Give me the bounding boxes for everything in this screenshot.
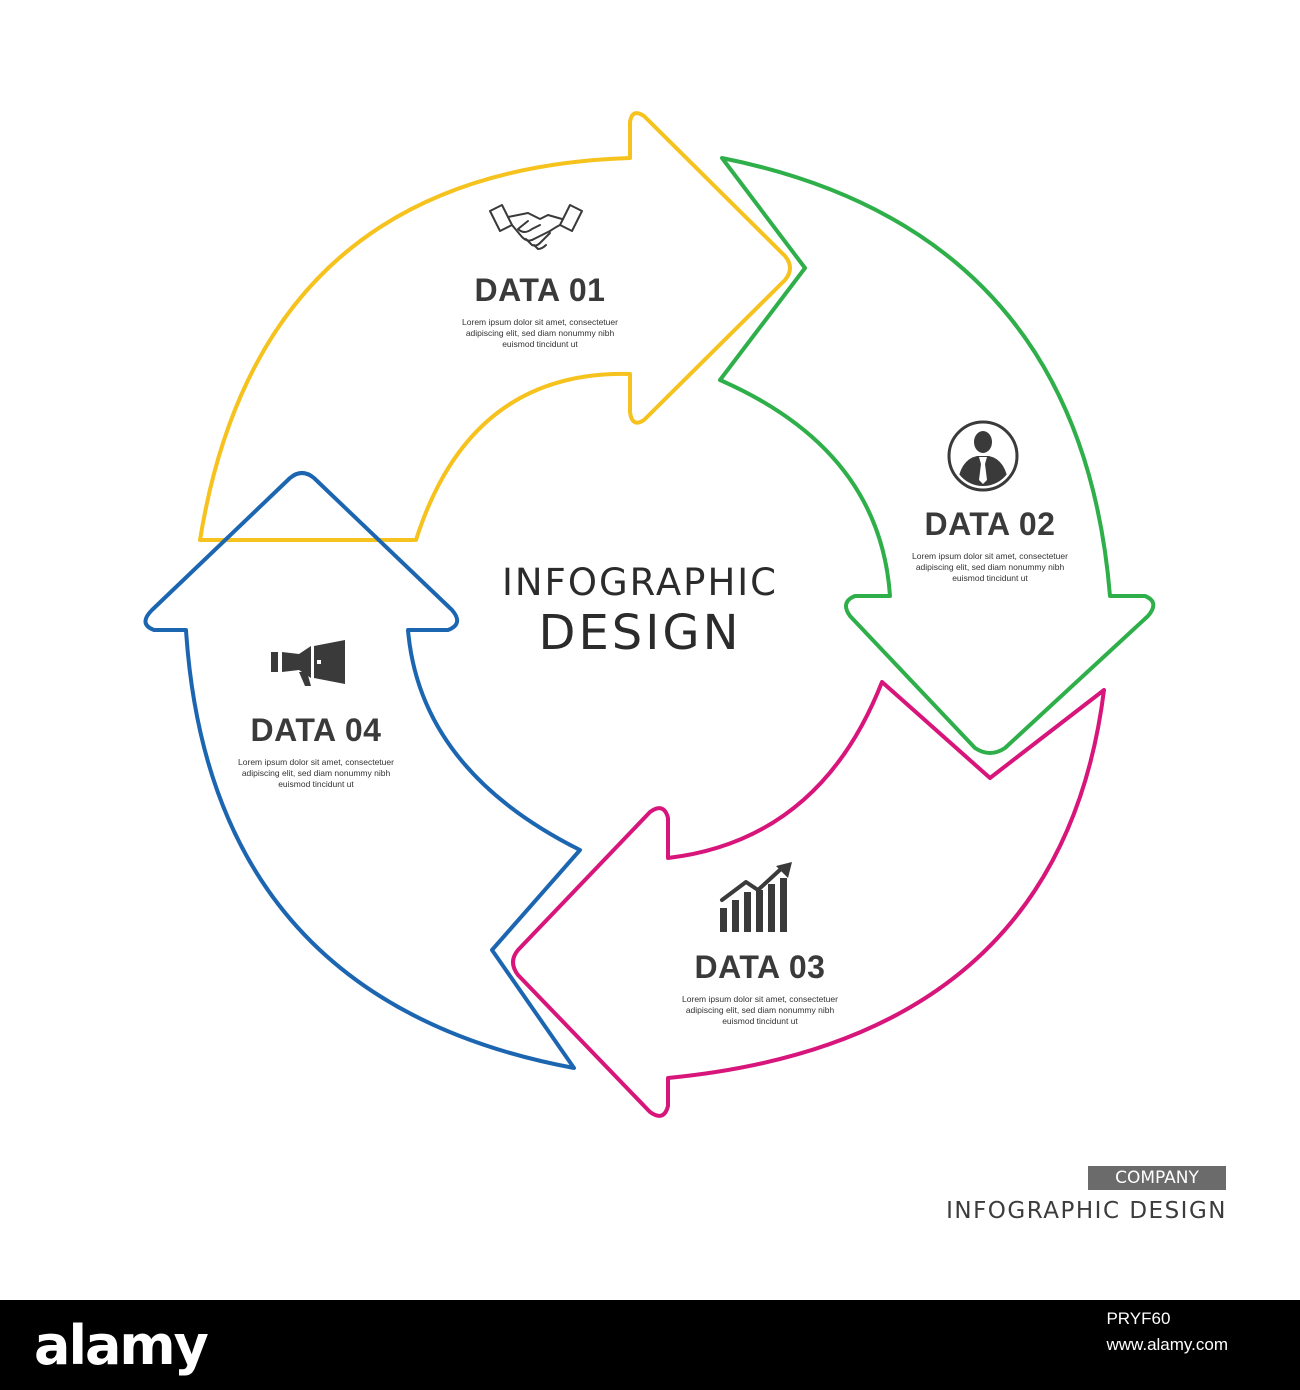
cycle-diagram <box>143 111 1156 1118</box>
handshake-icon <box>489 204 583 250</box>
data-item-4: DATA 04 Lorem ipsum dolor sit amet, cons… <box>196 711 436 790</box>
data-item-1: DATA 01 Lorem ipsum dolor sit amet, cons… <box>420 271 660 350</box>
data-title-2: DATA 02 <box>924 506 1056 542</box>
image-id: PRYF60 <box>1106 1309 1171 1328</box>
footer-bar: alamy PRYF60 www.alamy.com <box>0 1300 1300 1390</box>
data-title-4: DATA 04 <box>250 712 382 748</box>
data-description-1: Lorem ipsum dolor sit amet, consectetuer… <box>462 317 618 349</box>
data-description-4: Lorem ipsum dolor sit amet, consectetuer… <box>238 757 394 789</box>
data-description-2: Lorem ipsum dolor sit amet, consectetuer… <box>912 551 1068 583</box>
arrow-segment-2 <box>718 156 1156 755</box>
footer-reference: PRYF60 www.alamy.com <box>1106 1306 1228 1358</box>
arrow-segment-1 <box>198 111 792 542</box>
company-subtitle: INFOGRAPHIC DESIGN <box>946 1198 1227 1224</box>
businessman-icon <box>947 420 1019 492</box>
data-title-3: DATA 03 <box>694 949 826 985</box>
arrow-segment-4 <box>143 471 582 1070</box>
center-title: INFOGRAPHIC DESIGN <box>440 560 840 660</box>
center-title-line-1: INFOGRAPHIC <box>501 561 779 604</box>
alamy-logo: alamy <box>34 1314 209 1377</box>
center-title-line-2: DESIGN <box>538 605 742 661</box>
growth-chart-icon <box>720 862 792 932</box>
infographic-stage: DATA 01 Lorem ipsum dolor sit amet, cons… <box>143 111 1227 1224</box>
site-url: www.alamy.com <box>1106 1335 1228 1354</box>
data-title-1: DATA 01 <box>474 272 606 308</box>
data-description-3: Lorem ipsum dolor sit amet, consectetuer… <box>682 994 838 1026</box>
company-badge: COMPANY <box>1088 1166 1226 1190</box>
data-item-3: DATA 03 Lorem ipsum dolor sit amet, cons… <box>640 948 880 1027</box>
megaphone-icon <box>271 640 345 686</box>
arrow-segment-3 <box>511 680 1106 1118</box>
data-item-2: DATA 02 Lorem ipsum dolor sit amet, cons… <box>870 505 1110 584</box>
